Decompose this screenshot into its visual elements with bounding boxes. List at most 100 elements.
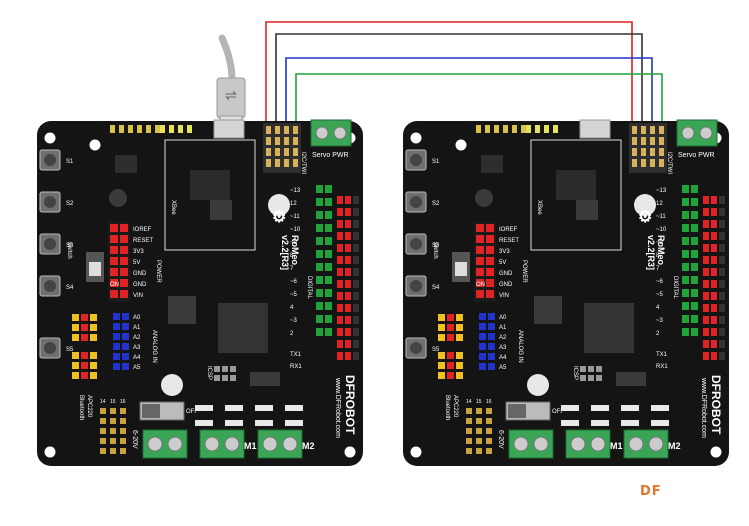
digital-pin: [316, 302, 323, 310]
power-pin: [476, 268, 484, 276]
capacitor: [268, 194, 290, 216]
pin: [110, 428, 116, 434]
servo-pin: [353, 292, 359, 300]
digital-pin: [691, 289, 698, 297]
power-pin: [120, 235, 128, 243]
power-pin: [486, 257, 494, 265]
power-pin-label: IOREF: [133, 227, 152, 233]
digital-pin: [325, 276, 332, 284]
servo-pin: [719, 268, 725, 276]
power-pin: [476, 257, 484, 265]
servo-pin: [719, 292, 725, 300]
i2c-wires: [265, 21, 663, 125]
servo-pin: [345, 280, 351, 288]
digital-pin: [316, 263, 323, 271]
button-cap: [410, 342, 422, 354]
ic: [115, 155, 137, 173]
led: [544, 125, 549, 133]
ic: [481, 155, 503, 173]
power-pin: [120, 279, 128, 287]
off-label: OFF: [186, 409, 198, 415]
digital-pin: [682, 302, 689, 310]
servo-pin: [719, 208, 725, 216]
digital-pin-label: 12: [290, 201, 297, 207]
led: [146, 125, 151, 133]
servo-pin: [719, 340, 725, 348]
sensor-pin: [456, 372, 463, 379]
analog-pin-label: A4: [499, 355, 507, 361]
sensor-pin: [72, 314, 79, 321]
sensor-pin: [456, 362, 463, 369]
servo-pwr-label: Servo PWR: [678, 152, 715, 159]
terminal-screw: [648, 436, 664, 452]
servo-pin: [353, 232, 359, 240]
digital-pin: [325, 198, 332, 206]
pin: [476, 438, 482, 444]
power-pin: [486, 224, 494, 232]
digital-pin: [691, 315, 698, 323]
header-pin: [275, 148, 280, 156]
analog-pin-label: A2: [499, 335, 507, 341]
logo-gear: ⚙: [638, 209, 652, 226]
digital-pin: [316, 276, 323, 284]
digital-pin-label: ~5: [656, 292, 664, 298]
digital-pin: [691, 263, 698, 271]
button-cap: [410, 238, 422, 250]
sensor-pin: [456, 314, 463, 321]
servo-pin: [703, 316, 709, 324]
header-pin: [293, 159, 298, 167]
wire: [275, 33, 643, 125]
servo-pin: [719, 316, 725, 324]
servo-pin: [345, 208, 351, 216]
switch-label: switch: [66, 242, 72, 259]
vin-range-label: 6-20V: [131, 430, 138, 449]
diode: [255, 420, 273, 426]
icsp-label: ICSP: [206, 366, 212, 380]
led: [553, 125, 558, 133]
diode: [591, 420, 609, 426]
analog-pin: [113, 323, 120, 330]
pin: [466, 428, 472, 434]
xbee-label: XBee: [170, 200, 176, 215]
digital-pin: [691, 211, 698, 219]
sensor-pin: [72, 324, 79, 331]
button-cap: [44, 342, 56, 354]
sensor-pin: [447, 314, 454, 321]
pin: [486, 428, 492, 434]
diode: [621, 405, 639, 411]
sensor-pin: [81, 314, 88, 321]
motor-switch-slider: [508, 404, 526, 418]
analog-label: ANALOG IN: [151, 330, 157, 363]
button-cap: [44, 238, 56, 250]
digital-pin: [691, 224, 698, 232]
servo-pin: [711, 280, 717, 288]
digital-pin: [691, 302, 698, 310]
terminal-screw: [315, 126, 329, 140]
power-pin: [110, 235, 118, 243]
digital-pin-label: ~3: [656, 318, 664, 324]
terminal-screw: [282, 436, 298, 452]
digital-pin: [325, 237, 332, 245]
power-pin-label: RESET: [499, 238, 519, 244]
rx-label: RX1: [656, 364, 668, 370]
icsp-pin: [596, 375, 602, 381]
power-pin: [476, 235, 484, 243]
power-pin: [110, 279, 118, 287]
motor-driver: [250, 372, 280, 386]
digital-pin-label: ~11: [656, 214, 666, 220]
servo-pin: [353, 280, 359, 288]
button-label: S5: [66, 347, 74, 353]
brand-name: DFROBOT: [343, 375, 357, 435]
servo-pin: [337, 280, 343, 288]
digital-pin: [325, 328, 332, 336]
power-pin-label: GND: [499, 271, 513, 277]
led: [187, 125, 192, 133]
capacitor: [634, 194, 656, 216]
header-pin: [275, 159, 280, 167]
digital-pin-label: 7: [656, 266, 660, 272]
digital-pin-label: ~13: [656, 188, 667, 194]
power-pin-label: 5V: [499, 260, 506, 266]
digital-pin: [316, 237, 323, 245]
